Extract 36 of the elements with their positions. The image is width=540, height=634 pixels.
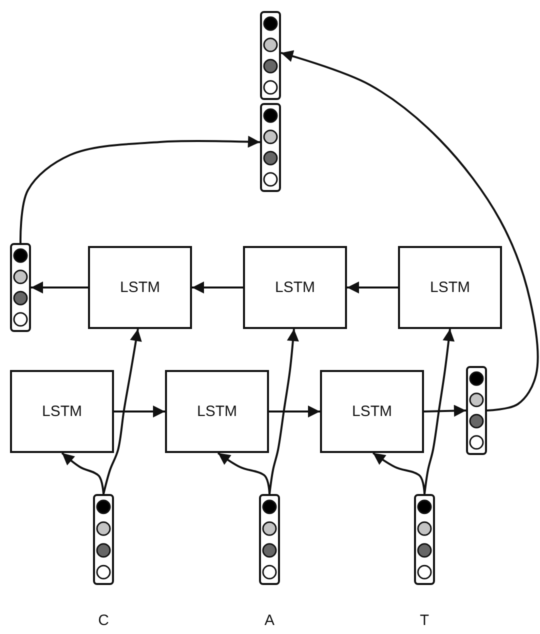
lstm-box	[88, 246, 192, 329]
vector-bar	[259, 494, 280, 585]
arrow	[102, 328, 142, 494]
input-letter: T	[418, 612, 430, 629]
arrow	[269, 406, 320, 418]
node-label: LSTM	[42, 403, 82, 420]
arrow	[372, 452, 426, 494]
vector-bar	[93, 494, 114, 585]
vector-bar	[10, 243, 31, 332]
arrow	[424, 328, 455, 494]
arrow	[424, 404, 466, 417]
node-label: LSTM	[430, 279, 470, 296]
arrow	[31, 282, 88, 294]
vector-bar	[260, 11, 281, 100]
arrow	[20, 136, 260, 243]
arrow	[192, 282, 243, 294]
arrow	[268, 328, 299, 494]
node-label: LSTM	[274, 279, 315, 296]
vector-bar	[260, 103, 281, 192]
lstm-box	[165, 370, 269, 453]
node-label: LSTM	[196, 403, 237, 420]
arrow	[280, 50, 539, 412]
lstm-box	[243, 246, 347, 329]
vector-bar	[414, 494, 435, 585]
input-letter: C	[97, 612, 110, 629]
input-letter: A	[263, 612, 276, 629]
arrow	[114, 406, 165, 418]
lstm-box	[10, 370, 114, 453]
lstm-box	[398, 246, 502, 329]
arrow	[217, 452, 270, 494]
node-label: LSTM	[120, 279, 160, 296]
vector-bar	[466, 366, 487, 455]
arrow	[61, 452, 104, 494]
lstm-box	[320, 370, 424, 453]
arrow	[347, 282, 398, 294]
node-label: LSTM	[352, 403, 392, 420]
